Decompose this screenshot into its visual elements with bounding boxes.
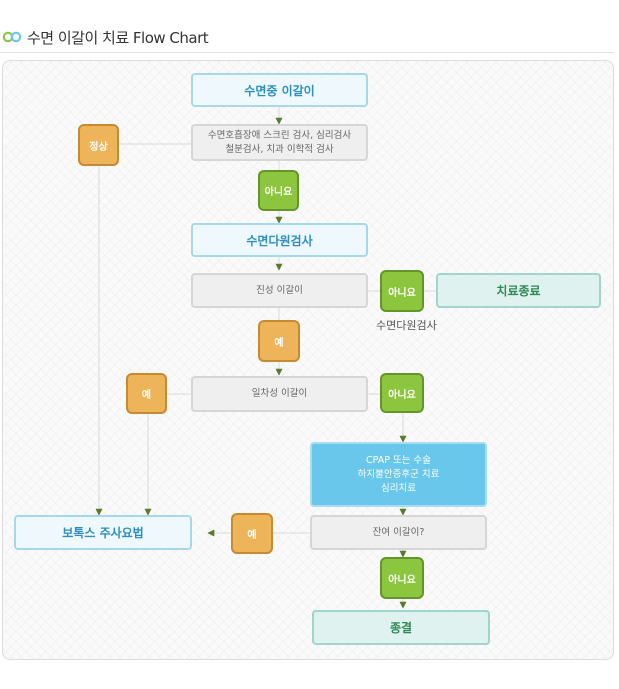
- node-screening-line1: 수면호흡장애 스크린 검사, 심리검사: [207, 129, 352, 141]
- node-no-1: 아니요: [258, 170, 299, 211]
- node-therapy-line2: 하지불안증후군 치료: [357, 468, 440, 480]
- node-screening-line2: 철분검사, 치과 이학적 검사: [225, 143, 334, 155]
- node-therapy-line1: CPAP 또는 수술: [366, 454, 431, 466]
- node-true-bruxism: 진성 이갈이: [191, 273, 368, 308]
- node-no-2: 아니요: [380, 270, 424, 312]
- node-primary-bruxism: 일차성 이갈이: [191, 376, 368, 412]
- node-no-4: 아니요: [380, 557, 424, 599]
- node-botox: 보톡스 주사요법: [14, 515, 192, 550]
- polysomnography-caption: 수면다원검사: [376, 319, 437, 332]
- node-yes-3: 예: [231, 513, 273, 554]
- node-residual-bruxism: 잔여 이갈이?: [310, 515, 487, 550]
- node-therapy: CPAP 또는 수술 하지불안증후군 치료 심리치료: [310, 442, 487, 507]
- node-screening: 수면호흡장애 스크린 검사, 심리검사 철분검사, 치과 이학적 검사: [191, 124, 368, 161]
- node-treatment-end: 치료종료: [436, 273, 601, 308]
- node-therapy-line3: 심리치료: [381, 482, 416, 494]
- node-yes-2: 예: [126, 373, 167, 414]
- node-polysomnography: 수면다원검사: [191, 223, 368, 257]
- node-start-bruxism: 수면중 이갈이: [191, 73, 368, 107]
- node-normal: 정상: [78, 124, 119, 166]
- page-title: 수면 이갈이 치료 Flow Chart: [27, 29, 209, 47]
- page-header: 수면 이갈이 치료 Flow Chart: [0, 26, 614, 53]
- double-circle-logo-icon: [2, 31, 22, 43]
- node-end: 종결: [312, 610, 490, 645]
- node-no-3: 아니요: [380, 373, 424, 413]
- node-yes-1: 예: [258, 320, 300, 362]
